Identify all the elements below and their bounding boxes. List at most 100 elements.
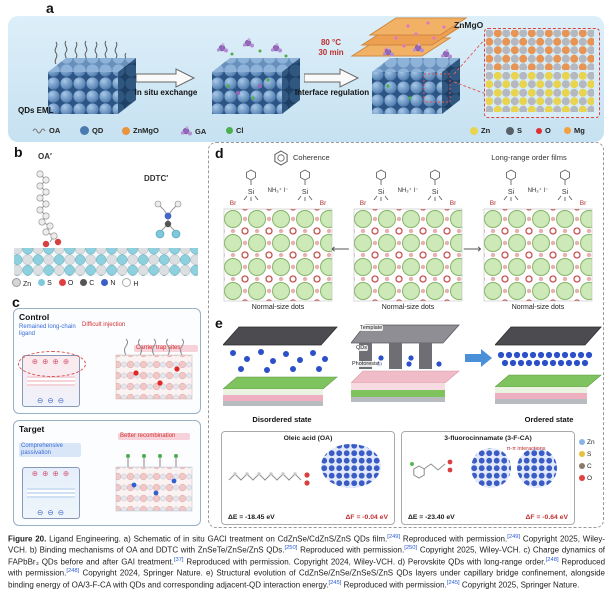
film-label: QDs EML	[18, 106, 54, 115]
minus-charges: ⊖ ⊖ ⊖	[36, 395, 66, 405]
svg-text:Br: Br	[490, 200, 497, 207]
oa-binding-box: Oleic acid (OA) ΔE = -18.45 eV ΔF = -0.0…	[221, 431, 395, 525]
legend-cl: Cl	[226, 126, 244, 135]
fca-dF: ΔF = -0.64 eV	[525, 514, 568, 521]
legend-o: O	[536, 126, 551, 135]
temperature: 80 °C	[320, 38, 342, 47]
legend-s: S	[38, 279, 52, 287]
panel-b-label: b	[14, 144, 23, 160]
panel-c: c Control Remained long-chain ligand Dif…	[8, 294, 204, 530]
figure-caption: Figure 20. Ligand Engineering. a) Schema…	[8, 534, 606, 590]
oa-binding-scheme	[228, 444, 381, 488]
svg-text:Si: Si	[508, 189, 515, 196]
ordered-state-label: Ordered state	[524, 415, 574, 424]
legend-zn: Zn	[470, 126, 490, 135]
carrier-trap-note: Carrier trap sites	[134, 345, 198, 353]
dots-label: Normal-size dots	[381, 304, 435, 311]
binding-scheme	[14, 170, 198, 276]
legend-s: S	[506, 126, 522, 135]
ordered-assembly	[495, 326, 602, 404]
treatment-condition: 80 °C 30 min	[302, 38, 360, 58]
svg-text:NH₃⁺ I⁻: NH₃⁺ I⁻	[398, 187, 419, 194]
long-range-label: Long-range order films	[491, 153, 567, 162]
inset-lattice	[486, 30, 594, 112]
ddtc-molecule-label: DDTC′	[144, 174, 169, 183]
cl-dot-icon	[226, 127, 233, 134]
mg-dot-icon	[564, 127, 571, 134]
oa-squiggle-icon	[32, 128, 46, 133]
coherence-label: Coherence	[293, 153, 330, 162]
ligand-layer: Si Si NH₃⁺ I⁻ Br Br	[490, 169, 587, 207]
svg-text:Si: Si	[562, 189, 569, 196]
qd-dot-icon	[80, 126, 89, 135]
qd-film-exchanged	[212, 38, 301, 114]
legend-s: S	[579, 451, 595, 458]
remained-ligand-note: Remained long-chain ligand	[19, 324, 76, 338]
fca-box-title: 3-fluorocinnamate (3-F-CA)	[444, 435, 532, 442]
disordered-state-label: Disordered state	[252, 415, 312, 424]
device-stack-target: ⊕ ⊕ ⊕ ⊕ ⊖ ⊖ ⊖	[22, 467, 80, 519]
svg-text:Si: Si	[302, 189, 309, 196]
dots-label: Normal-size dots	[511, 304, 565, 311]
regulation-arrow-icon	[304, 68, 360, 88]
difficult-injection-note: Difficult injection	[82, 322, 126, 328]
fca-energies: ΔE = -23.40 eV ΔF = -0.64 eV	[408, 514, 568, 521]
inset-connectors	[453, 37, 487, 95]
panel-e-label: e	[215, 315, 223, 331]
panel-a: In situ exchange 80 °C 30 min Interface …	[8, 16, 604, 142]
svg-text:Br: Br	[360, 200, 367, 207]
svg-text:Si: Si	[378, 189, 385, 196]
perovskite-unit-2: Si Si NH₃⁺ I⁻ Br Br Normal-size dots	[351, 169, 465, 311]
fca-dE: ΔE = -23.40 eV	[408, 514, 455, 521]
control-box: Control Remained long-chain ligand Diffi…	[13, 308, 201, 414]
emission-layer	[27, 488, 75, 498]
panel-d-label: d	[215, 145, 224, 161]
svg-text:Br: Br	[230, 200, 237, 207]
legend-o: O	[579, 475, 595, 482]
legend-h: H	[122, 278, 138, 288]
znmgo-dot-icon	[122, 126, 130, 135]
legend-mg: Mg	[564, 126, 585, 135]
perovskite-lattice	[483, 208, 593, 302]
legend-n: N	[101, 279, 115, 287]
target-box: Target Better recombination Comprehensiv…	[13, 420, 201, 526]
left-arrow-icon: ⟵	[331, 241, 350, 256]
legend-oa: OA	[32, 126, 60, 135]
ligand-layer: Si Si NH₃⁺ I⁻ Br Br	[230, 169, 327, 207]
svg-text:Br: Br	[450, 200, 457, 207]
exchange-label: In situ exchange	[134, 88, 198, 97]
emission-layer	[27, 376, 75, 386]
control-title: Control	[19, 312, 50, 322]
better-recombination-note: Better recombination	[118, 433, 190, 441]
perovskite-unit-3: Si Si NH₃⁺ I⁻ Br Br Normal-size dots	[481, 169, 595, 311]
template-label: Template	[359, 325, 384, 331]
panel-b-legend: Zn S O C N H	[12, 278, 138, 288]
passivation-note: Comprehensive passivation	[19, 443, 81, 458]
ligand-layer: Si Si NH₃⁺ I⁻ Br Br	[360, 169, 457, 207]
atomic-inset	[484, 28, 600, 118]
panel-e-legend: Zn S C O	[579, 439, 595, 482]
perovskite-lattice	[353, 208, 463, 302]
plus-charges: ⊕ ⊕ ⊕ ⊕	[31, 469, 71, 478]
ordering-arrow-icon	[465, 349, 492, 367]
legend-ga: GA	[180, 126, 206, 136]
template-assembly	[351, 324, 460, 402]
legend-zn: Zn	[579, 439, 595, 446]
minus-charges: ⊖ ⊖ ⊖	[36, 507, 66, 517]
qds-label: QDs	[355, 345, 368, 351]
legend-c: C	[80, 279, 94, 287]
zn-dot-icon	[470, 126, 478, 135]
oa-energies: ΔE = -18.45 eV ΔF = -0.04 eV	[228, 514, 388, 521]
svg-text:Br: Br	[320, 200, 327, 207]
trap-dashed-oval	[18, 351, 86, 377]
regulation-label: Interface regulation	[294, 88, 370, 97]
qd-slab-control	[115, 338, 193, 400]
exchange-arrow-icon	[136, 68, 196, 88]
perovskite-unit-1: Si Si NH₃⁺ I⁻ Br Br Normal-size dots	[221, 169, 335, 311]
znmgo-sheets	[350, 17, 468, 57]
pi-interactions-label: π-π interactions	[506, 446, 546, 452]
svg-text:Si: Si	[432, 189, 439, 196]
legend-c: C	[579, 463, 595, 470]
legend-o: O	[58, 279, 73, 287]
